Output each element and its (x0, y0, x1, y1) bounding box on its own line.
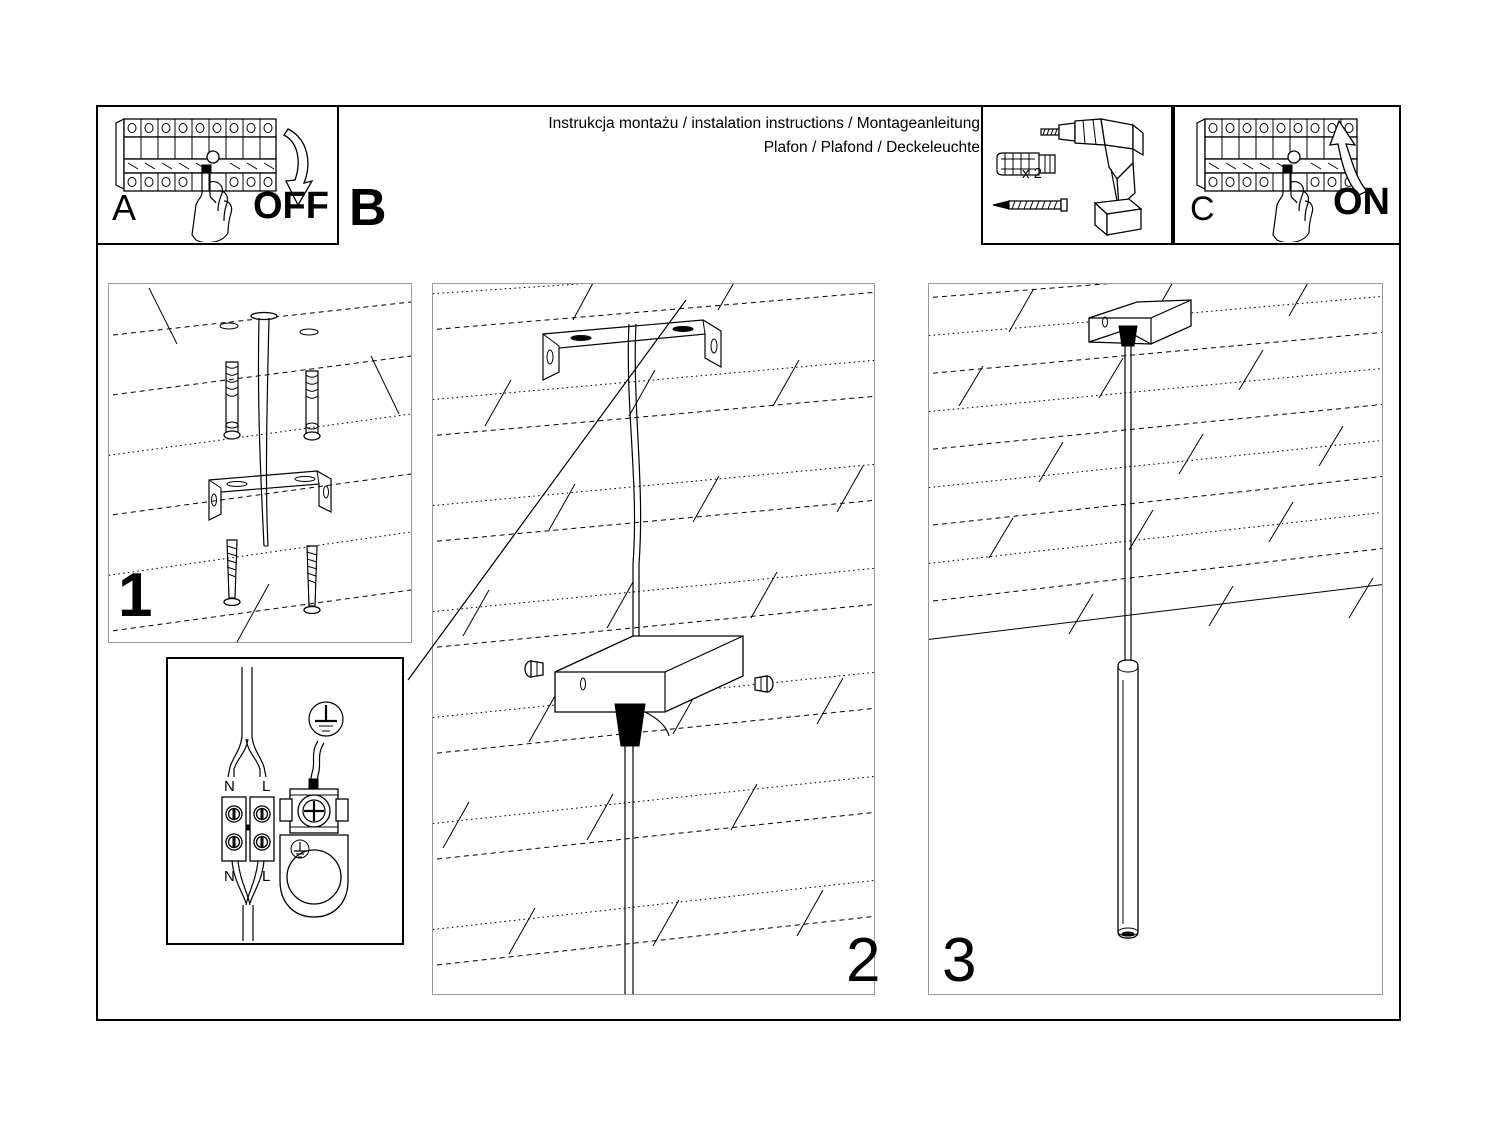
earth-terminal-screw (279, 788, 349, 834)
panel-c-power-on (1173, 105, 1401, 245)
breaker-on-illustration (1196, 118, 1369, 242)
hand-pointing-icon (1272, 164, 1314, 242)
screw-icon (992, 198, 1068, 212)
breaker-off-illustration (115, 118, 314, 242)
panel-drill-parts (981, 105, 1173, 245)
mounting-bracket (542, 319, 722, 381)
wall-plug-left (223, 361, 241, 440)
step-3-number: 3 (942, 926, 977, 995)
earth-bracket (279, 834, 349, 918)
canopy-box (1088, 299, 1192, 345)
terminal-block (221, 796, 275, 862)
arrow-up-icon (1329, 119, 1369, 196)
drill-illustration (992, 118, 1144, 237)
wiring-illustration: N L N L (221, 667, 349, 941)
terminal-label-l-bottom: L (262, 868, 270, 885)
suspension-cable (1124, 346, 1132, 662)
quantity-label: x 2 (1022, 165, 1043, 182)
suspension-cable-lower (624, 746, 634, 994)
earth-mark-icon (290, 839, 310, 859)
screw-right (303, 545, 321, 615)
screw-left (223, 539, 241, 607)
hand-pointing-icon (191, 164, 233, 242)
step-2-illustration (433, 284, 874, 994)
ceiling-planks (929, 284, 1382, 640)
circuit-breaker-panel-icon (1196, 118, 1358, 192)
cable-grip (614, 703, 670, 747)
sheet-outer-frame (96, 105, 1401, 1021)
terminal-label-n-top: N (224, 778, 235, 795)
wall-plug-icon (996, 152, 1056, 176)
cable-grip (1118, 325, 1138, 347)
circuit-breaker-panel-icon (115, 118, 277, 192)
step-1-number: 1 (118, 561, 153, 630)
earth-wire (308, 740, 325, 790)
earth-symbol-icon (308, 701, 344, 737)
panel-a-letter: A (112, 187, 137, 228)
power-off-label: OFF (253, 185, 329, 227)
drilled-holes (219, 322, 319, 336)
wiring-detail-panel: N L N L (166, 657, 404, 945)
tube-pendant-lamp (1117, 659, 1139, 939)
sheet-title: Instrukcja montażu / instalation instruc… (505, 112, 980, 160)
terminal-label-n-bottom: N (224, 868, 235, 885)
power-on-label: ON (1333, 181, 1390, 223)
title-line-2: Plafon / Plafond / Deckeleuchte (763, 139, 980, 157)
terminal-label-l-top: L (262, 778, 270, 795)
step-2-number: 2 (846, 926, 881, 995)
ceiling-planks (433, 284, 874, 966)
step-1-panel (108, 283, 412, 643)
panel-c-letter: C (1190, 190, 1215, 228)
arrow-down-icon (283, 128, 314, 207)
mounting-bracket (208, 470, 332, 521)
title-line-1: Instrukcja montażu / instalation instruc… (548, 115, 980, 132)
step-b-letter: B (349, 179, 387, 237)
suspension-cable-upper (627, 323, 642, 636)
step-1-illustration (109, 287, 411, 642)
panel-a-power-off (96, 105, 339, 245)
fixture-cable (231, 860, 265, 941)
wall-plug-right (303, 370, 321, 441)
step-2-panel (432, 283, 875, 995)
canopy-box (554, 635, 744, 713)
power-drill-icon (1040, 118, 1144, 237)
supply-cable (227, 667, 267, 778)
center-rod (250, 311, 278, 547)
step-3-panel (928, 283, 1383, 995)
step-3-illustration (929, 284, 1382, 939)
